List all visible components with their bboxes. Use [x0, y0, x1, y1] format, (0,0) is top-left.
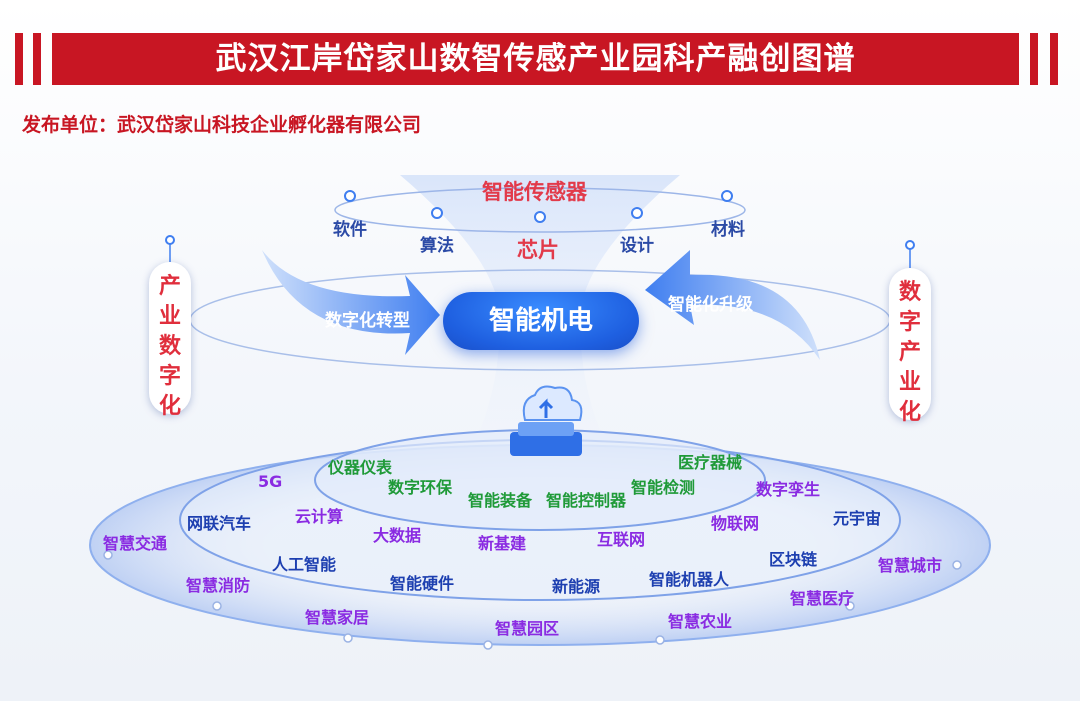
title-banner: 武汉江岸岱家山数智传感产业园科产融创图谱: [52, 33, 1019, 85]
outer-item: 区块链: [769, 550, 818, 569]
top-item-software: 软件: [333, 220, 367, 240]
left-arrow-label: 数字化转型: [325, 311, 410, 331]
outer-item: 智能机器人: [649, 570, 730, 589]
title-bar-left-2: [33, 33, 41, 85]
smart-sensor-label: 智能传感器: [482, 180, 587, 204]
right-vertical-label: 数 字 产 业 化: [889, 268, 931, 425]
char: 化: [898, 400, 921, 425]
outer-item: 人工智能: [272, 555, 337, 574]
top-item-algorithm: 算法: [420, 236, 454, 256]
char: 产: [898, 340, 921, 365]
title-bar-right-1: [1030, 33, 1038, 85]
edge-item: 智慧交通: [103, 534, 168, 553]
middle-item: 互联网: [597, 530, 646, 549]
middle-item: 物联网: [711, 514, 760, 533]
edge-item: 智慧家居: [305, 608, 370, 627]
page-title: 武汉江岸岱家山数智传感产业园科产融创图谱: [215, 41, 856, 77]
outer-item: 新能源: [552, 577, 601, 596]
left-vertical-label: 产 业 数 字 化: [149, 262, 191, 419]
middle-item: 大数据: [373, 526, 422, 545]
outer-item: 元宇宙: [833, 509, 882, 528]
edge-item: 智慧医疗: [790, 589, 855, 608]
char: 字: [898, 310, 921, 335]
char: 字: [158, 364, 181, 389]
char: 数: [898, 280, 921, 305]
edge-item: 智慧农业: [668, 612, 733, 631]
center-pill: 智能机电: [443, 292, 639, 350]
title-bar-right-2: [1050, 33, 1058, 85]
top-item-chip: 芯片: [517, 238, 559, 262]
char: 业: [898, 370, 921, 395]
edge-item: 智慧城市: [878, 556, 943, 575]
char: 化: [158, 394, 181, 419]
inner-item: 数字环保: [388, 478, 453, 497]
edge-item: 智慧园区: [495, 619, 560, 638]
inner-item: 仪器仪表: [328, 458, 393, 477]
char: 业: [158, 304, 181, 329]
top-item-material: 材料: [711, 220, 745, 240]
inner-item: 医疗器械: [678, 453, 743, 472]
outer-item: 智能硬件: [390, 574, 455, 593]
inner-item: 智能装备: [468, 491, 533, 510]
char: 产: [158, 274, 181, 299]
middle-item: 数字孪生: [756, 480, 821, 499]
outer-item: 网联汽车: [187, 514, 252, 533]
inner-item: 智能控制器: [546, 491, 627, 510]
right-arrow-label: 智能化升级: [668, 295, 753, 315]
title-bar-left-1: [15, 33, 23, 85]
edge-item: 智慧消防: [186, 576, 251, 595]
middle-item: 5G: [258, 472, 283, 491]
publisher-line: 发布单位：武汉岱家山科技企业孵化器有限公司: [22, 114, 422, 136]
middle-item: 新基建: [478, 534, 527, 553]
middle-item: 云计算: [295, 507, 344, 526]
cloud-upload-icon: [510, 385, 583, 456]
top-item-design: 设计: [620, 236, 654, 256]
char: 数: [158, 334, 181, 359]
inner-item: 智能检测: [631, 478, 696, 497]
